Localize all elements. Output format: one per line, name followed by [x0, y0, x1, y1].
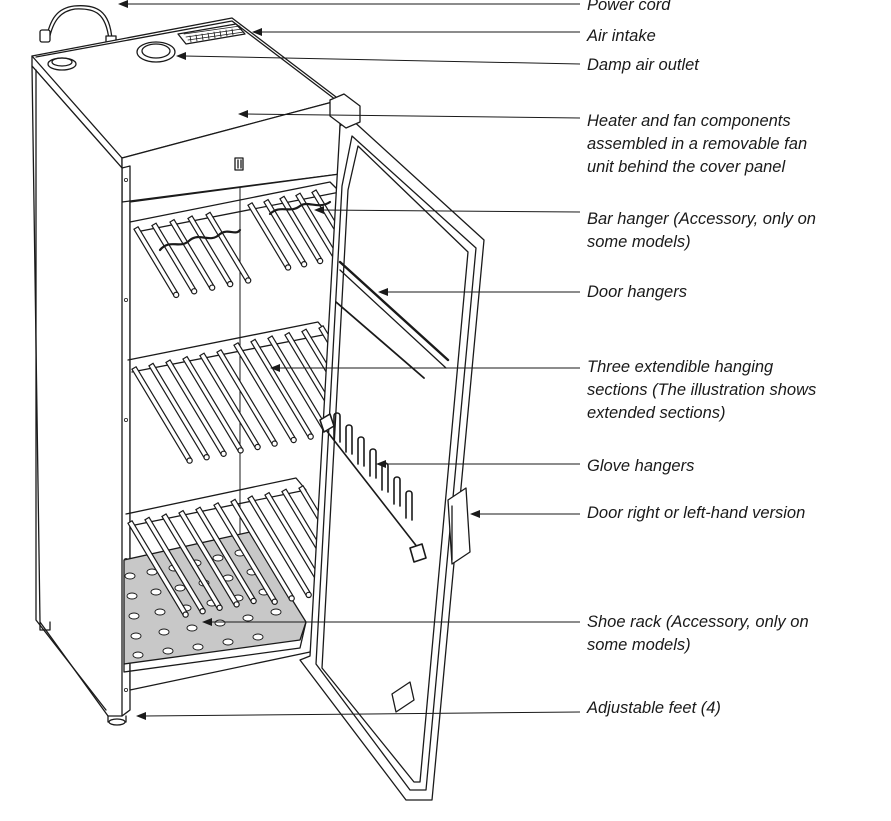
cabinet-left-side — [31, 65, 123, 717]
door-hanger-rod — [338, 260, 450, 362]
label-heater-fan: Heater and fan components assembled in a… — [587, 112, 808, 176]
door-hinge-bracket — [447, 487, 471, 565]
rod-end — [244, 277, 252, 284]
power-cord-wire — [45, 5, 113, 41]
rod-end — [216, 604, 223, 611]
rod-end — [305, 591, 312, 599]
label-glove-hangers: Glove hangers — [587, 457, 695, 475]
rod-end — [208, 284, 216, 291]
leader-lines — [118, 0, 581, 720]
adjustable-feet — [39, 621, 127, 726]
rod-end — [203, 453, 210, 461]
glove-hangers — [319, 412, 427, 563]
rod-end — [199, 607, 206, 615]
rod-end — [190, 288, 198, 295]
rod-end — [271, 598, 278, 605]
rod-end — [300, 261, 308, 268]
label-damp-air-outlet: Damp air outlet — [587, 56, 699, 74]
label-adjustable-feet: Adjustable feet (4) — [587, 699, 721, 717]
label-shoe-rack: Shoe rack (Accessory, only on some model… — [587, 613, 809, 654]
label-power-cord: Power cord — [587, 0, 671, 14]
rod-end — [254, 443, 261, 451]
rod-end — [290, 436, 297, 444]
rod-end — [237, 447, 244, 454]
rod-end — [288, 595, 295, 602]
power-plug — [39, 29, 51, 43]
label-hanging-sections: Three extendible hanging sections (The i… — [587, 358, 817, 422]
rod-end — [284, 264, 292, 271]
rod-end — [307, 433, 314, 440]
rod-end — [316, 257, 324, 265]
rod-end — [220, 450, 227, 457]
label-bar-hanger: Bar hanger (Accessory, only on some mode… — [587, 210, 816, 251]
rod-end — [233, 601, 240, 608]
damp-air-outlet-hole — [136, 41, 176, 63]
rod-end — [172, 291, 180, 299]
hanging-section-top-frame — [129, 181, 341, 233]
label-door-hangers: Door hangers — [587, 283, 687, 301]
label-air-intake: Air intake — [587, 27, 656, 45]
rod-end — [250, 597, 257, 605]
label-door-version: Door right or left-hand version — [587, 504, 806, 522]
rod-end — [182, 611, 189, 618]
rod-end — [226, 280, 234, 288]
rod-end — [186, 457, 193, 464]
rod-end — [271, 440, 278, 447]
cabinet-door — [299, 117, 485, 801]
bar-hanger — [158, 228, 242, 252]
